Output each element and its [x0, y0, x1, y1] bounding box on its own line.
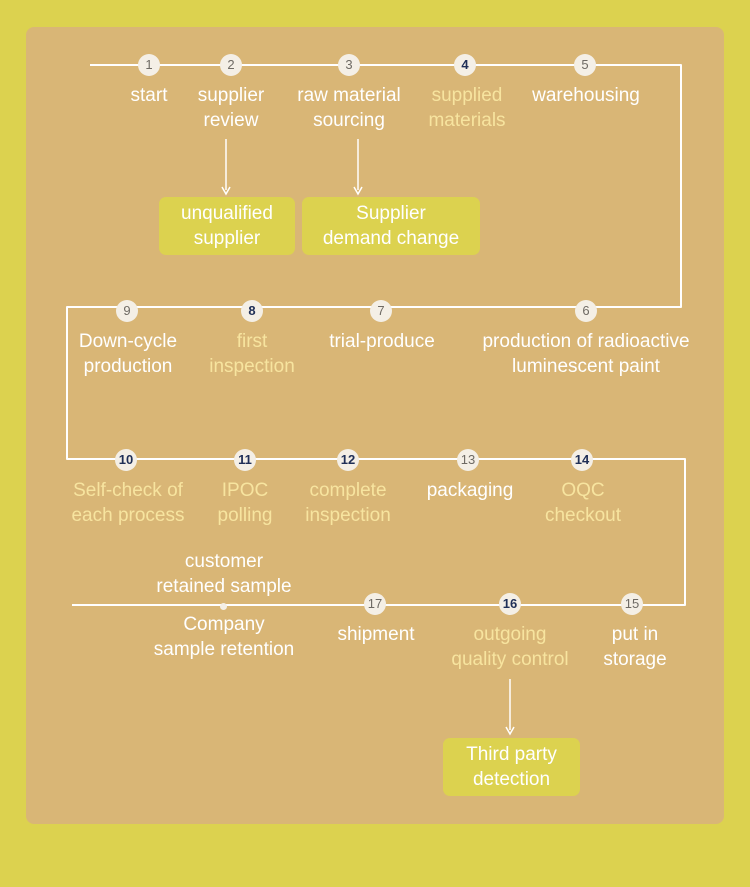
step-node-9: 9 [116, 300, 138, 322]
step-label-1: start [130, 85, 168, 106]
step-node-13: 13 [457, 449, 479, 471]
step-node-3: 3 [338, 54, 360, 76]
branch-arrow-16 [505, 679, 515, 736]
step-label-16: outgoing quality control [451, 624, 569, 670]
step-label-13: packaging [426, 480, 514, 501]
step-node-15: 15 [621, 593, 643, 615]
step-label-15: put in storage [603, 624, 667, 670]
step-node-14: 14 [571, 449, 593, 471]
step-node-2: 2 [220, 54, 242, 76]
step-label-7: trial-produce [329, 331, 435, 352]
step-node-1: 1 [138, 54, 160, 76]
unqualified-supplier-box: unqualified supplier [159, 197, 295, 255]
company-sample-retention-label: Company sample retention [153, 614, 295, 660]
step-label-9: Down-cycle production [78, 331, 178, 377]
step-label-4: supplied materials [428, 85, 506, 131]
step-node-5: 5 [574, 54, 596, 76]
branch-arrow-2 [221, 139, 231, 196]
step-label-3: raw material sourcing [297, 85, 401, 131]
step-label-14: OQC checkout [544, 480, 622, 526]
flow-lines [66, 64, 686, 736]
step-node-4: 4 [454, 54, 476, 76]
step-node-12: 12 [337, 449, 359, 471]
step-node-11: 11 [234, 449, 256, 471]
step-node-17: 17 [364, 593, 386, 615]
branch-arrow-3 [353, 139, 363, 196]
step-node-6: 6 [575, 300, 597, 322]
step-label-5: warehousing [532, 85, 640, 106]
step-label-6: production of radioactive luminescent pa… [482, 331, 690, 377]
customer-retained-sample-label: customer retained sample [156, 551, 292, 597]
step-node-16: 16 [499, 593, 521, 615]
flow-path [66, 64, 686, 606]
process-flow-panel: 1 2 3 4 5 6 7 8 9 10 11 12 13 14 15 16 1… [26, 27, 724, 824]
step-label-8: first inspection [209, 331, 295, 377]
step-label-2: supplier review [197, 85, 265, 131]
step-label-10: Self-check of each process [71, 480, 185, 526]
sample-point-marker [219, 602, 227, 610]
step-label-12: complete inspection [305, 480, 391, 526]
step-node-7: 7 [370, 300, 392, 322]
supplier-demand-change-box: Supplier demand change [302, 197, 480, 255]
step-node-10: 10 [115, 449, 137, 471]
third-party-detection-box: Third party detection [443, 738, 580, 796]
step-label-17: shipment [337, 624, 415, 645]
step-label-11: IPOC polling [217, 480, 273, 526]
step-node-8: 8 [241, 300, 263, 322]
